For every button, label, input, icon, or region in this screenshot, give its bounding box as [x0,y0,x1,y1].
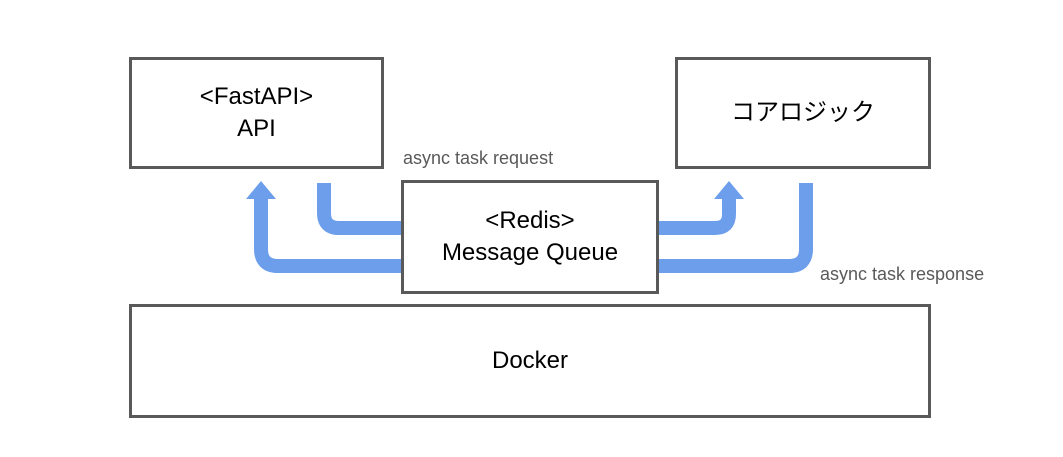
docker-box: Docker [129,304,931,418]
response-arrowhead [246,181,276,199]
redis-box: <Redis> Message Queue [401,180,659,294]
async-task-request-label: async task request [403,148,554,168]
request-arrowhead [714,181,744,199]
core-logic-box-title: コアロジック [731,99,875,126]
fastapi-box-title: <FastAPI> [199,83,314,110]
fastapi-box: <FastAPI> API [129,57,384,169]
redis-box-subtitle: Message Queue [441,239,619,266]
docker-box-title: Docker [491,347,569,374]
response-flow-queue-to-api [254,198,403,273]
fastapi-box-subtitle: API [237,115,276,142]
response-flow-core-to-queue [657,183,813,273]
core-logic-box: コアロジック [675,57,931,169]
request-flow-api-to-queue [317,183,403,235]
redis-box-title: <Redis> [485,207,575,234]
async-task-response-label: async task response [820,264,985,284]
request-flow-queue-to-core [657,198,736,235]
